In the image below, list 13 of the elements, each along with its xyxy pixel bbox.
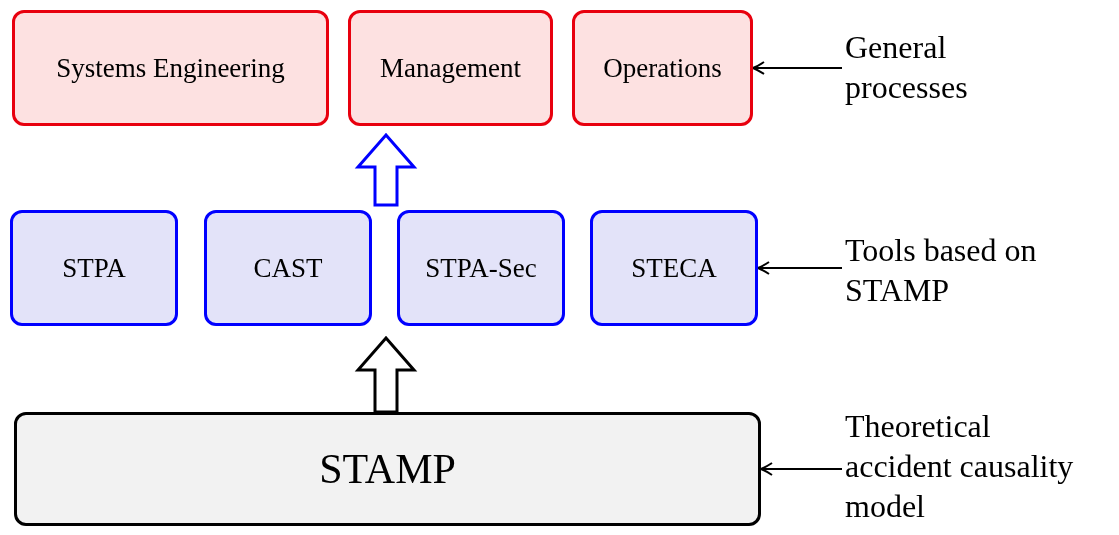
arrow [354, 132, 418, 207]
process-box: STPA-Sec [397, 210, 565, 326]
process-box: STPA [10, 210, 178, 326]
process-box: CAST [204, 210, 372, 326]
process-box: STECA [590, 210, 758, 326]
arrow [354, 335, 418, 414]
process-box: Operations [572, 10, 753, 126]
annotation-text: General processes [845, 22, 1045, 112]
annotation-text: Theoretical accident causality model [845, 398, 1095, 533]
process-box: Management [348, 10, 553, 126]
process-box: STAMP [14, 412, 761, 526]
annotation-text: Tools based on STAMP [845, 225, 1115, 315]
process-box: Systems Engineering [12, 10, 329, 126]
